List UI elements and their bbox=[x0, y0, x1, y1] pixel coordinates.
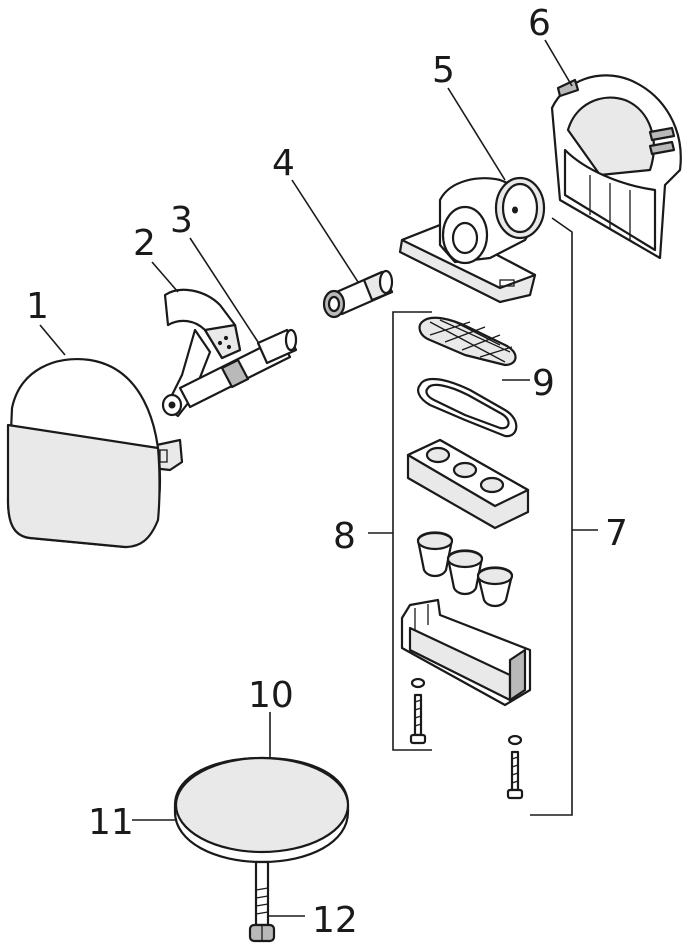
bracket-8 bbox=[392, 311, 432, 751]
leader-1 bbox=[39, 324, 66, 356]
leader-6 bbox=[544, 39, 573, 87]
callout-4: 4 bbox=[272, 143, 295, 184]
part-4-cartridge bbox=[322, 269, 394, 319]
callout-9: 9 bbox=[532, 363, 555, 404]
part-10-11-plug-disc bbox=[173, 756, 350, 864]
callout-3: 3 bbox=[170, 200, 193, 241]
leader-5 bbox=[447, 87, 506, 181]
part-8-filter-pad bbox=[418, 316, 517, 367]
part-8-filter-holder bbox=[406, 438, 530, 530]
callout-6: 6 bbox=[528, 3, 551, 44]
part-6-housing-ring bbox=[550, 74, 682, 260]
callout-10: 10 bbox=[248, 675, 294, 716]
callout-7: 7 bbox=[605, 513, 628, 554]
part-5-valve-body bbox=[398, 176, 546, 304]
callout-8: 8 bbox=[333, 516, 356, 557]
part-12-stem bbox=[248, 860, 276, 943]
callout-2: 2 bbox=[133, 223, 156, 264]
part-9-seal-ring bbox=[417, 377, 518, 438]
leader-3 bbox=[189, 237, 259, 343]
leader-4 bbox=[291, 179, 359, 283]
callout-5: 5 bbox=[432, 50, 455, 91]
part-3-rod bbox=[178, 328, 298, 409]
part-8-cups bbox=[416, 531, 514, 608]
leader-2 bbox=[151, 261, 179, 293]
callout-12: 12 bbox=[312, 900, 358, 941]
part-8-screw bbox=[409, 677, 427, 745]
callout-11: 11 bbox=[88, 802, 134, 843]
leader-lines bbox=[39, 39, 598, 917]
callout-1: 1 bbox=[26, 286, 49, 327]
bracket-7 bbox=[530, 217, 573, 816]
part-1-cover-cap bbox=[6, 358, 184, 549]
part-8-tray bbox=[400, 598, 532, 707]
callout-labels: 1 2 3 4 5 6 7 8 9 10 11 12 bbox=[26, 3, 628, 941]
part-2-lever bbox=[161, 288, 242, 418]
part-7-screw bbox=[506, 734, 524, 800]
